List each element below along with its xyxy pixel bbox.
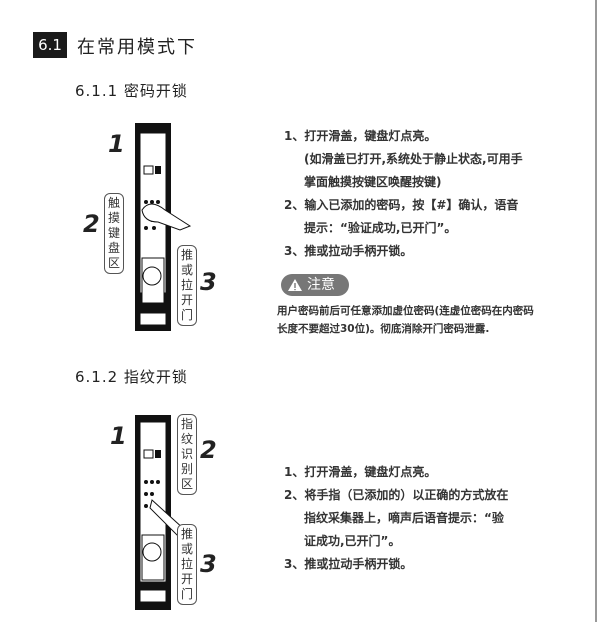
step-text: 指纹采集器上，嘀声后语音提示：“验	[304, 511, 504, 525]
note-label: 注意	[307, 277, 335, 293]
note-badge: 注意	[281, 274, 349, 296]
step-text: 2、将手指（已添加的）以正确的方式放在	[284, 488, 509, 502]
callout-push-pull: 推或拉开门	[177, 524, 197, 605]
step-text: 1、打开滑盖，键盘灯点亮。	[284, 129, 437, 143]
step-number-2: 2	[200, 436, 217, 464]
warning-icon	[288, 279, 302, 291]
page-border	[595, 0, 597, 622]
section-number: 6.1	[33, 32, 67, 58]
step-number-1: 1	[108, 130, 125, 158]
step-text: 证成功,已开门”。	[304, 534, 401, 548]
note-text: 用户密码前后可任意添加虚位密码(连虚位密码在内密码 长度不要超过30位)。彻底消…	[277, 302, 587, 338]
callout-keypad-area: 触摸键盘区	[104, 193, 124, 274]
callout-push-pull: 推或拉开门	[177, 245, 197, 326]
door-lock-illustration	[135, 415, 186, 610]
step-number-3: 3	[200, 268, 217, 296]
step-number-2: 2	[83, 210, 100, 238]
step-text: 2、输入已添加的密码，按【#】确认，语音	[284, 198, 519, 212]
step-text: 1、打开滑盖，键盘灯点亮。	[284, 465, 437, 479]
section-title: 在常用模式下	[77, 37, 197, 58]
note-line: 长度不要超过30位)。彻底消除开门密码泄露.	[277, 323, 490, 335]
fingerprint-steps: 1、打开滑盖，键盘灯点亮。 2、将手指（已添加的）以正确的方式放在 指纹采集器上…	[284, 461, 508, 576]
step-text: 3、推或拉动手柄开锁。	[284, 244, 413, 258]
step-text: (如滑盖已打开,系统处于静止状态,可用手	[304, 152, 523, 166]
password-steps: 1、打开滑盖，键盘灯点亮。 (如滑盖已打开,系统处于静止状态,可用手 掌面触摸按…	[284, 125, 523, 263]
subsection-title-fingerprint: 6.1.2 指纹开锁	[75, 368, 188, 386]
step-text: 掌面触摸按键区唤醒按键)	[304, 175, 442, 189]
lock-figure-password: 1 2 3 触摸键盘区 推或拉开门	[80, 118, 230, 338]
callout-fingerprint-area: 指纹识别区	[177, 414, 197, 495]
lock-figure-fingerprint: 1 2 3 指纹识别区 推或拉开门	[80, 400, 230, 615]
subsection-title-password: 6.1.1 密码开锁	[75, 82, 188, 100]
door-lock-illustration	[135, 123, 192, 331]
step-number-3: 3	[200, 550, 217, 578]
step-text: 3、推或拉动手柄开锁。	[284, 557, 413, 571]
step-number-1: 1	[110, 422, 127, 450]
note-line: 用户密码前后可任意添加虚位密码(连虚位密码在内密码	[277, 305, 534, 317]
step-text: 提示：“验证成功,已开门”。	[304, 221, 457, 235]
